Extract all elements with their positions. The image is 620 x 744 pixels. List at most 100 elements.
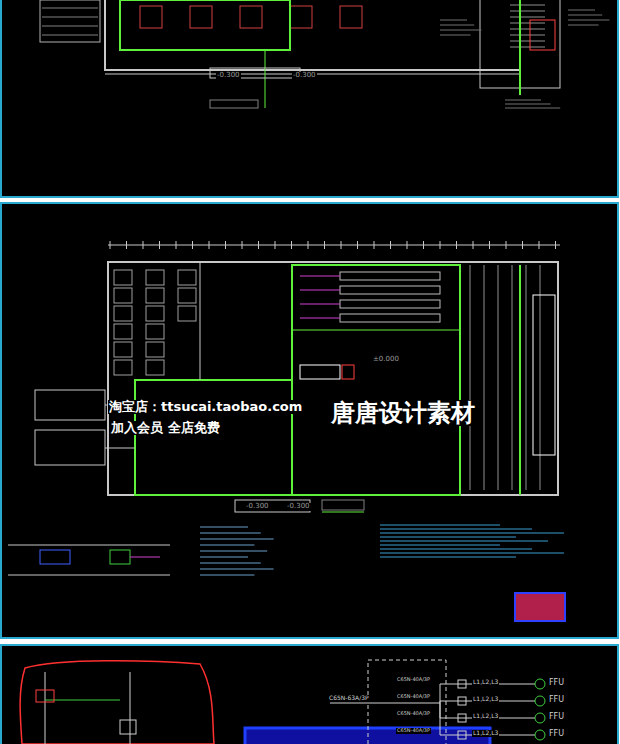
storage-rack [146, 270, 164, 285]
storage-rack [178, 288, 196, 303]
grid-tick [258, 241, 259, 249]
breaker-symbol [458, 680, 466, 688]
partition-wall [540, 265, 541, 490]
breaker-rating: C65N-40A/3P [396, 677, 431, 683]
elevation-mark: -0.300 [245, 503, 270, 511]
note-text-mark [505, 104, 551, 105]
grid-tick [308, 241, 309, 249]
control-wire [130, 672, 131, 744]
storage-rack [114, 360, 132, 375]
storage-rack [114, 342, 132, 357]
note-text-mark [505, 108, 560, 109]
watermark: 加入会员 全店免费 [110, 421, 221, 435]
distribution-panel [368, 660, 446, 744]
schematic-part [40, 550, 70, 564]
grid-tick [390, 241, 391, 249]
step-outline [235, 500, 310, 512]
electrical-schematic [20, 660, 545, 744]
breaker-symbol [458, 697, 466, 705]
partition-wall [512, 265, 513, 490]
plan-line [300, 304, 340, 305]
grid-tick [159, 241, 160, 249]
grid-tick [539, 241, 540, 249]
green-zone [135, 380, 292, 495]
breaker-symbol [458, 714, 466, 722]
note-text-mark [380, 553, 564, 554]
storage-rack [178, 306, 196, 321]
grid-tick [110, 241, 111, 249]
text-tag [210, 100, 258, 108]
note-text-mark [568, 15, 602, 16]
note-text-mark [440, 20, 467, 21]
grid-tick [374, 241, 375, 249]
legend-box [40, 0, 100, 42]
stair-tread [510, 5, 545, 6]
note-text-mark [200, 533, 261, 534]
watermark: 淘宝店：ttsucai.taobao.com [108, 400, 303, 414]
equipment [300, 365, 340, 379]
elevation-mark: -0.300 [286, 503, 311, 511]
note-text-mark [440, 35, 471, 36]
ffu-label: FFU [548, 713, 565, 722]
green-zone [120, 0, 290, 50]
plan-line [105, 448, 135, 449]
plan-line [300, 290, 340, 291]
title-block [515, 593, 565, 621]
busbar [330, 703, 440, 704]
grid-tick [555, 241, 556, 249]
note-text-mark [440, 25, 474, 26]
storage-rack [114, 324, 132, 339]
green-zone [292, 265, 460, 495]
breaker-symbol [458, 731, 466, 739]
note-text-mark [380, 529, 532, 530]
floor-plan-top [40, 0, 609, 108]
room-outline [530, 20, 555, 50]
breaker-rating: C65N-40A/3P [396, 711, 431, 717]
phase-label: L1,L2,L3 [472, 679, 499, 686]
stair-tread [510, 47, 545, 48]
grid-tick [126, 241, 127, 249]
schematic-line [8, 575, 170, 576]
grid-tick [324, 241, 325, 249]
note-text-mark [200, 551, 267, 552]
phase-label: L1,L2,L3 [472, 696, 499, 703]
grid-tick [407, 241, 408, 249]
plan-line [519, 265, 521, 495]
drawing-panel [1, 203, 618, 638]
note-text-mark [380, 533, 564, 534]
control-wire [45, 672, 46, 744]
note-text-mark [200, 569, 274, 570]
note-text-mark [380, 541, 548, 542]
ffu-label: FFU [548, 679, 565, 688]
leader-line [265, 50, 266, 108]
note-text-mark [568, 25, 599, 26]
plan-line [42, 8, 98, 9]
plan-line [519, 0, 521, 95]
plan-line [322, 512, 364, 513]
storage-rack [114, 306, 132, 321]
elevation-mark: ±0.000 [372, 356, 400, 364]
machine-line [340, 300, 440, 308]
watermark-logo [240, 6, 262, 28]
schematic-part [110, 550, 130, 564]
side-room [35, 390, 105, 420]
revision-cloud [20, 661, 214, 744]
storage-rack [146, 306, 164, 321]
plan-line [45, 700, 120, 701]
drawing-panel [1, 645, 618, 744]
machine-line [340, 286, 440, 294]
side-room [35, 430, 105, 465]
storage-rack [146, 324, 164, 339]
grid-tick [341, 241, 342, 249]
watermark: 唐唐设计素材 [330, 400, 476, 426]
note-text-mark [200, 575, 254, 576]
stair-tread [510, 17, 545, 18]
grid-tick [275, 241, 276, 249]
feeder-wire [440, 684, 535, 703]
plan-line [42, 35, 98, 36]
storage-rack [114, 270, 132, 285]
grid-tick [225, 241, 226, 249]
note-text-mark [568, 10, 595, 11]
relay-symbol [120, 720, 136, 734]
